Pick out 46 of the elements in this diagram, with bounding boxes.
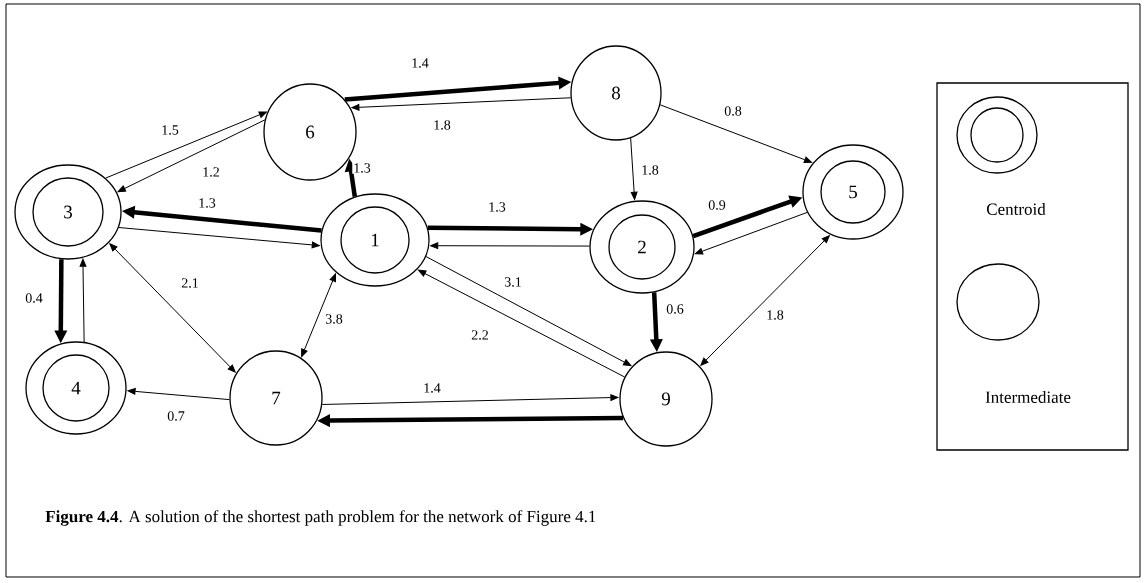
edge-label: 3.8 <box>324 313 344 325</box>
edge-label: 0.9 <box>707 199 727 211</box>
figure-caption: Figure 4.4. A solution of the shortest path problem for the network of Figure 4.1 <box>45 510 596 526</box>
arrow <box>105 111 267 179</box>
edge-label: 0.4 <box>24 292 44 304</box>
edge-label: 0.6 <box>665 303 685 315</box>
legend-label: Intermediate <box>985 391 1071 403</box>
double-circle-node: 5 <box>802 144 904 240</box>
edge-label: 1.2 <box>201 166 221 178</box>
arrow <box>659 104 813 164</box>
edge-label: 1.3 <box>352 162 372 174</box>
edge-label: 0.7 <box>166 410 186 422</box>
arrow <box>418 269 626 378</box>
edge-label: 0.8 <box>723 105 743 117</box>
arrow <box>351 97 572 111</box>
edge-label: 1.3 <box>197 197 217 209</box>
circle-node: 7 <box>229 350 323 446</box>
arrow <box>321 394 619 405</box>
arrow <box>127 388 230 401</box>
edge-label: 1.8 <box>640 164 660 176</box>
arrow <box>301 273 336 358</box>
edge-label: 1.3 <box>487 201 507 213</box>
double-circle-node: 3 <box>14 164 122 260</box>
edge-label: 3.1 <box>503 276 523 288</box>
arrow <box>694 211 808 255</box>
arrow <box>79 258 87 343</box>
arrow <box>630 137 638 200</box>
arrow <box>425 256 632 367</box>
circle-node: 8 <box>570 45 662 141</box>
edge-label: 1.8 <box>765 309 785 321</box>
double-circle-node: 2 <box>589 200 695 294</box>
edge-label: 1.4 <box>410 57 430 69</box>
circle-node: 9 <box>619 351 713 447</box>
double-circle-node: 1 <box>320 193 430 287</box>
arrow <box>430 242 590 250</box>
edge-label: 1.4 <box>422 382 442 394</box>
arrow <box>117 119 266 193</box>
edge-label: 1.8 <box>432 119 452 131</box>
arrow <box>700 235 830 366</box>
arrow <box>118 227 320 249</box>
arrow <box>109 243 236 373</box>
edge-label: 2.2 <box>470 329 490 341</box>
legend-label: Centroid <box>986 203 1046 215</box>
double-circle-node: 4 <box>25 341 127 435</box>
edge-label: 1.5 <box>160 124 180 136</box>
edge-label: 2.1 <box>180 277 200 289</box>
